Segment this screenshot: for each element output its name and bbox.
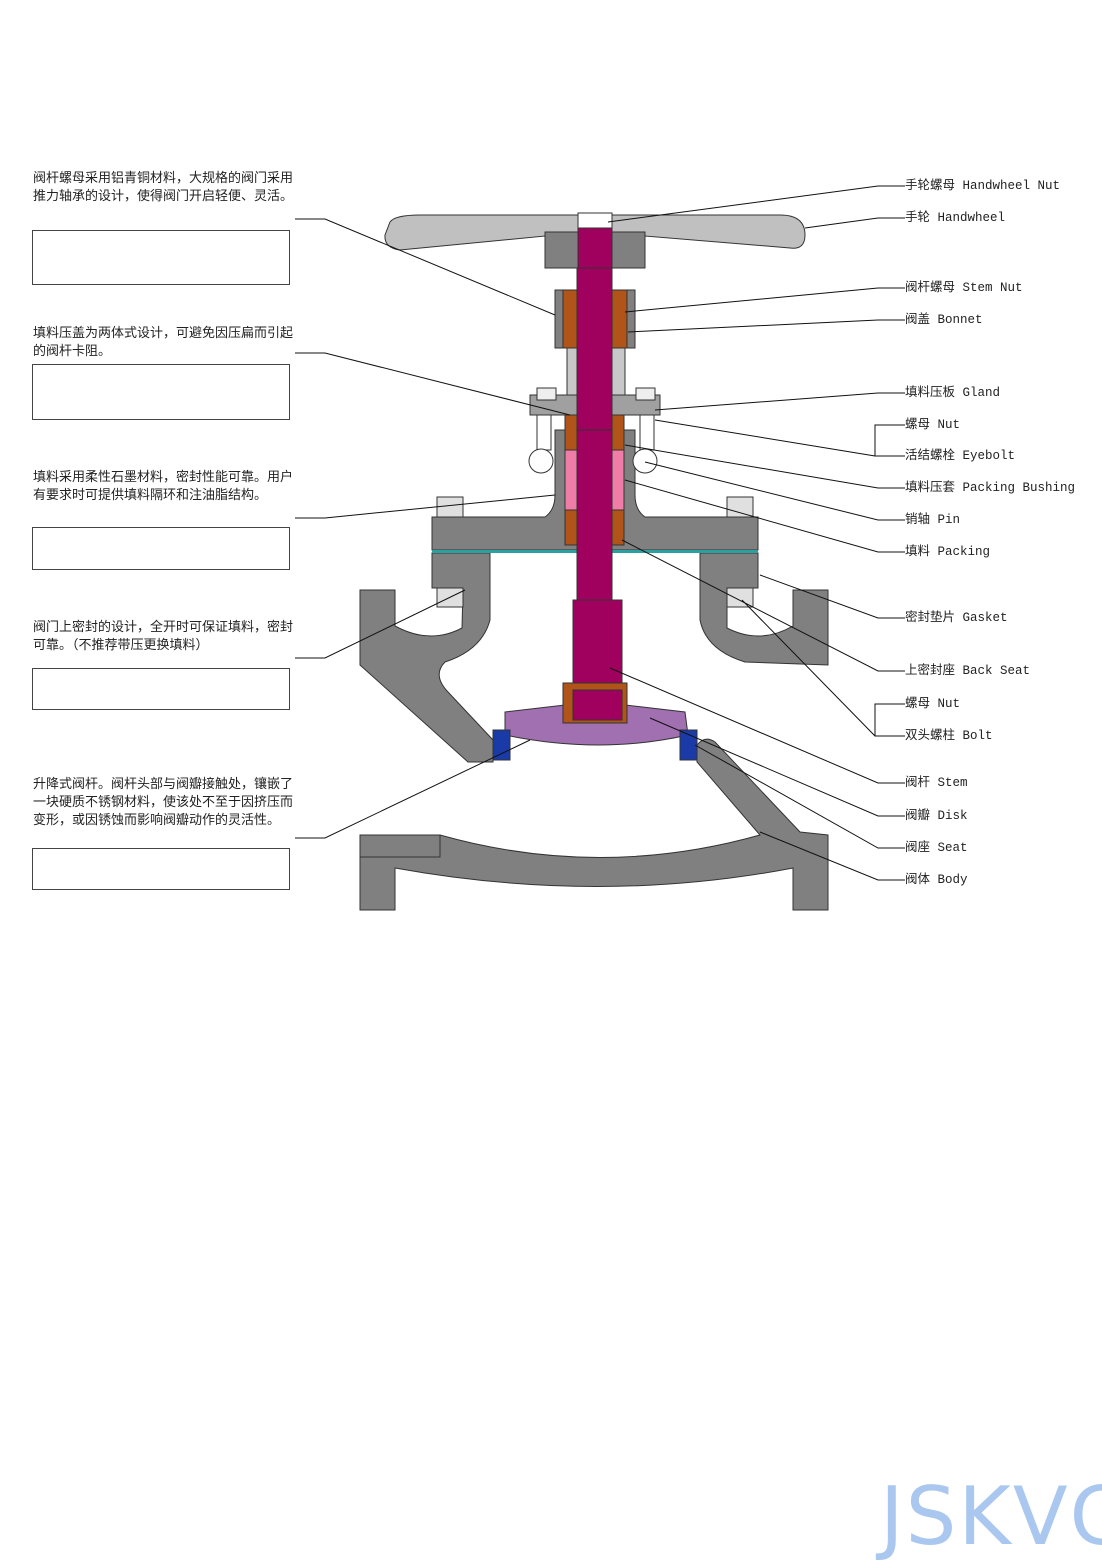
stem — [576, 429, 613, 601]
note-back-seat: 阀门上密封的设计，全开时可保证填料，密封可靠。（不推荐带压更换填料） — [33, 620, 294, 653]
bolt — [436, 496, 754, 608]
note-box — [32, 230, 290, 285]
seat — [492, 729, 698, 761]
label-body: 阀体 Body — [905, 873, 968, 887]
note-packing: 填料采用柔性石墨材料，密封性能可靠。用户有要求时可提供填料隔环和注油脂结构。 — [33, 470, 294, 503]
valve-body — [359, 552, 829, 911]
label-gland: 填料压板 Gland — [905, 386, 1001, 400]
stem-thread — [576, 249, 613, 431]
label-stem-nut: 阀杆螺母 Stem Nut — [905, 281, 1023, 295]
note-box — [32, 527, 290, 570]
label-stem: 阀杆 Stem — [905, 776, 968, 790]
eyebolt-nut — [536, 387, 656, 401]
note-box — [32, 364, 290, 420]
stem-square — [577, 227, 613, 269]
label-packing-bushing: 填料压套 Packing Bushing — [905, 481, 1076, 495]
note-gland: 填料压盖为两体式设计，可避免因压扁而引起的阀杆卡阻。 — [33, 326, 294, 359]
disk — [504, 704, 689, 746]
label-disk: 阀瓣 Disk — [905, 809, 968, 823]
label-gasket: 密封垫片 Gasket — [905, 611, 1008, 625]
label-handwheel: 手轮 Handwheel — [905, 211, 1006, 225]
label-nut: 螺母 Nut — [905, 418, 961, 432]
label-nut-2: 螺母 Nut — [905, 697, 961, 711]
label-back-seat: 上密封座 Back Seat — [905, 664, 1031, 678]
note-stem: 升降式阀杆。阀杆头部与阀瓣接触处，镶嵌了一块硬质不锈钢材料，使该处不至于因挤压而… — [33, 777, 294, 828]
leader-lines — [295, 185, 905, 881]
eyebolt — [528, 414, 658, 474]
label-handwheel-nut: 手轮螺母 Handwheel Nut — [905, 179, 1061, 193]
label-seat: 阀座 Seat — [905, 841, 968, 855]
label-pin: 销轴 Pin — [905, 513, 961, 527]
label-eyebolt: 活结螺栓 Eyebolt — [905, 449, 1016, 463]
note-box — [32, 668, 290, 710]
label-packing: 填料 Packing — [905, 545, 991, 559]
watermark: JSKVC — [880, 1470, 1102, 1563]
label-bonnet: 阀盖 Bonnet — [905, 313, 983, 327]
note-box — [32, 848, 290, 890]
note-stem-nut: 阀杆螺母采用铝青铜材料，大规格的阀门采用推力轴承的设计，使得阀门开启轻便、灵活。 — [33, 171, 294, 204]
handwheel-nut — [577, 212, 613, 229]
label-bolt: 双头螺柱 Bolt — [905, 729, 993, 743]
